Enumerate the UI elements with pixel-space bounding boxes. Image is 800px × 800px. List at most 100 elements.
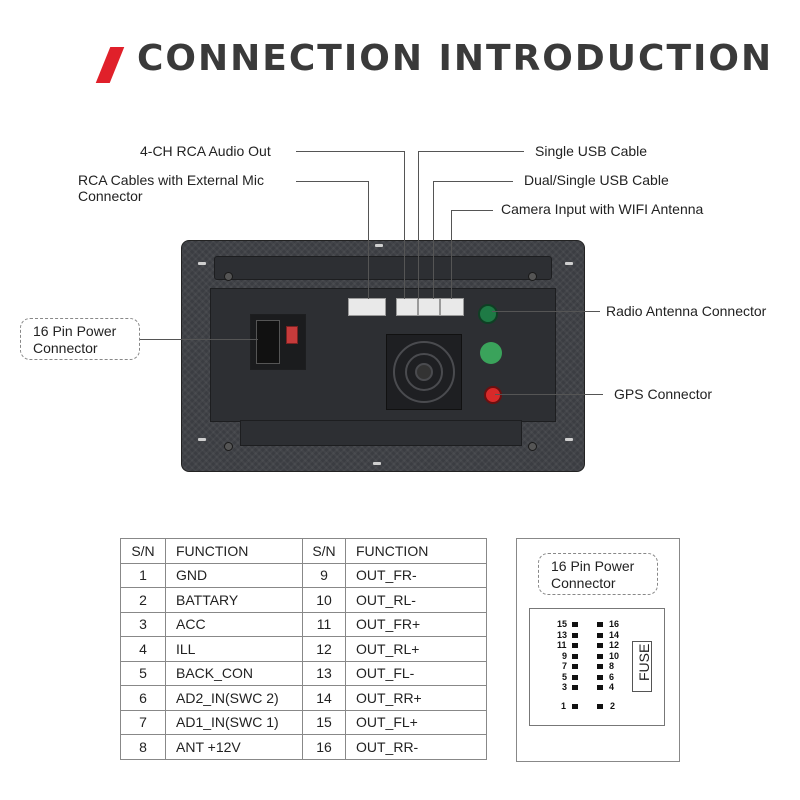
leader-single-usb xyxy=(418,151,419,299)
cell-function: BACK_CON xyxy=(165,660,303,686)
power-socket-pins xyxy=(256,320,280,364)
leader-radio xyxy=(492,311,600,312)
pin-number: 13 xyxy=(557,629,568,640)
cell-sn: 7 xyxy=(120,709,166,735)
cell-function: OUT_RR- xyxy=(345,734,487,760)
pin-contact xyxy=(597,685,603,690)
cell-sn: 4 xyxy=(120,636,166,662)
pin-contact xyxy=(572,653,578,659)
cell-sn: 1 xyxy=(120,562,166,588)
cell-function: OUT_FR- xyxy=(345,562,487,588)
vent-slot xyxy=(375,244,383,247)
fan-ring xyxy=(405,353,443,391)
cell-function: OUT_RL- xyxy=(345,587,487,613)
pin-number: 8 xyxy=(609,661,615,671)
cell-function: OUT_RR+ xyxy=(345,685,487,711)
leader-gps xyxy=(495,394,603,395)
cell-function: BATTARY xyxy=(165,587,303,613)
screw xyxy=(528,272,537,281)
connector-label-line1: 16 Pin Power xyxy=(551,558,635,574)
power-socket-fuse xyxy=(286,326,298,344)
cell-sn: 12 xyxy=(302,636,346,662)
connector-label-line2: Connector xyxy=(551,575,616,591)
vent-slot xyxy=(565,438,573,441)
connector-pin-diagram xyxy=(529,608,665,726)
cell-sn: 2 xyxy=(120,587,166,613)
page-title: CONNECTION INTRODUCTION xyxy=(137,38,774,79)
vent-slot xyxy=(373,462,381,465)
pin-contact xyxy=(597,622,603,627)
qc-sticker xyxy=(480,342,502,364)
screw xyxy=(224,442,233,451)
gps-socket xyxy=(484,386,502,404)
leader-single-usb xyxy=(418,151,524,152)
header-function: FUNCTION xyxy=(165,538,303,564)
pin-contact xyxy=(572,685,578,690)
pin-number: 7 xyxy=(562,661,568,671)
label-power-line1: 16 Pin Power xyxy=(33,323,117,339)
top-ridge xyxy=(214,256,552,280)
cell-sn: 15 xyxy=(302,709,346,735)
pin-number: 10 xyxy=(609,650,620,661)
pin-contact xyxy=(597,664,603,669)
label-radio-antenna: Radio Antenna Connector xyxy=(606,303,767,319)
fuse-label: FUSE xyxy=(636,643,652,681)
usb-connector xyxy=(396,298,418,316)
cell-function: AD2_IN(SWC 2) xyxy=(165,685,303,711)
rca-connector xyxy=(348,298,386,316)
pin-contact xyxy=(597,643,603,648)
pin-contact xyxy=(572,643,578,648)
camera-connector xyxy=(440,298,464,316)
label-rca-mic-line1: RCA Cables with External Mic xyxy=(78,172,264,188)
table-header-row: S/N FUNCTION S/N FUNCTION xyxy=(120,538,487,564)
cell-function: ILL xyxy=(165,636,303,662)
cell-sn: 10 xyxy=(302,587,346,613)
label-single-usb: Single USB Cable xyxy=(535,143,648,159)
pin-contact xyxy=(572,632,578,638)
pin-number: 1 xyxy=(561,701,567,711)
pin-number: 11 xyxy=(557,640,567,650)
pin-contact xyxy=(572,664,578,669)
pin-contact xyxy=(572,674,578,680)
pin-number: 16 xyxy=(609,619,620,629)
vent-slot xyxy=(198,262,206,265)
connector-diagram-label: 16 Pin Power Connector xyxy=(538,553,658,595)
radio-antenna-socket xyxy=(478,304,498,324)
vent-slot xyxy=(198,438,206,441)
title-accent-slash xyxy=(95,47,125,83)
cell-function: OUT_FR+ xyxy=(345,611,487,637)
cell-function: OUT_RL+ xyxy=(345,636,487,662)
pin-number: 12 xyxy=(609,640,620,650)
leader-camera xyxy=(451,210,452,299)
leader-dual-usb xyxy=(433,181,434,299)
header-function: FUNCTION xyxy=(345,538,487,564)
leader-camera xyxy=(451,210,493,211)
cell-function: ANT +12V xyxy=(165,734,303,760)
connector-diagram-box xyxy=(516,538,680,762)
cell-function: AD1_IN(SWC 1) xyxy=(165,709,303,735)
cell-sn: 8 xyxy=(120,734,166,760)
cell-function: ACC xyxy=(165,611,303,637)
leader-rca-mic xyxy=(368,181,369,299)
pin-number: 2 xyxy=(610,701,616,711)
usb-connector xyxy=(418,298,440,316)
header-sn: S/N xyxy=(120,538,166,564)
fuse-box xyxy=(632,641,652,692)
label-power-line2: Connector xyxy=(33,340,98,356)
pin-contact xyxy=(597,704,603,709)
label-gps: GPS Connector xyxy=(614,386,713,402)
pin-contact xyxy=(597,653,603,659)
cell-sn: 9 xyxy=(302,562,346,588)
pin-number: 3 xyxy=(562,682,568,692)
fan-ring xyxy=(393,341,455,403)
leader-rca-audio xyxy=(296,151,404,152)
